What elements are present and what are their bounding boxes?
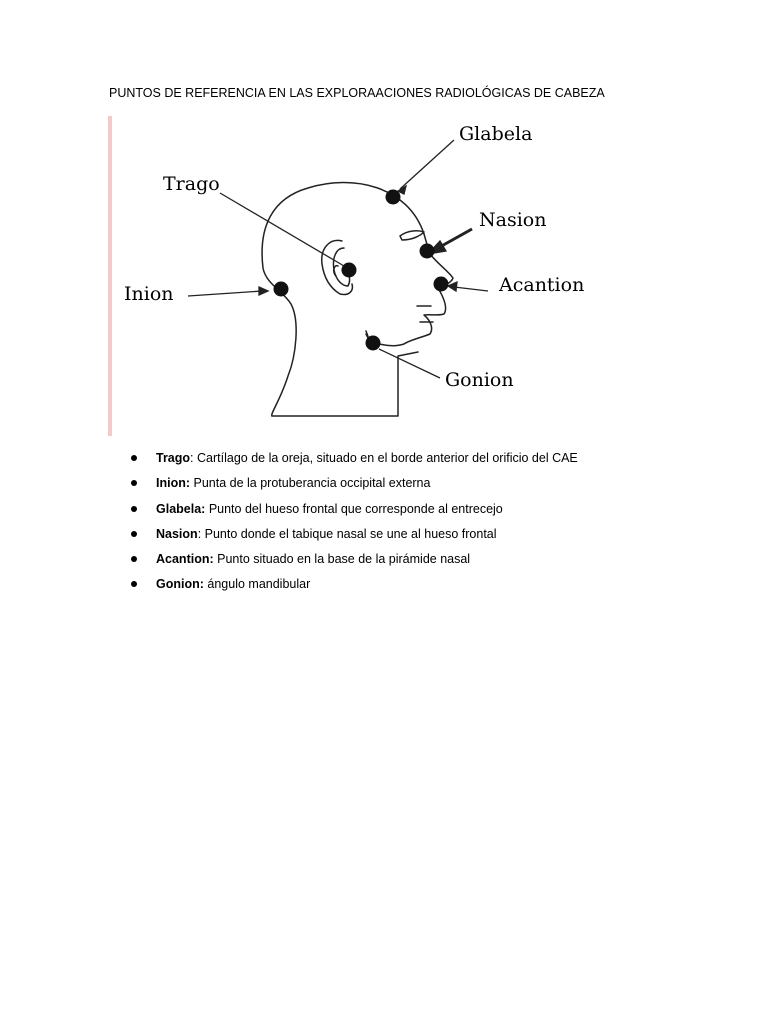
- definitions-list: Trago: Cartílago de la oreja, situado en…: [126, 450, 578, 602]
- term-definition: Punto situado en la base de la pirámide …: [217, 552, 470, 566]
- glabela-point: [386, 190, 401, 205]
- term-definition: Cartílago de la oreja, situado en el bor…: [197, 451, 578, 465]
- trago-point: [342, 263, 357, 278]
- term-definition: Punto del hueso frontal que corresponde …: [209, 502, 503, 516]
- acantion-label: Acantion: [498, 274, 584, 296]
- term-separator: :: [198, 527, 205, 541]
- head-diagram: Glabela Trago Nasion Inion Acantion Goni…: [108, 116, 600, 438]
- inion-pointer-line: [188, 291, 262, 296]
- list-item: Inion: Punta de la protuberancia occipit…: [126, 475, 578, 500]
- glabela-pointer-line: [400, 140, 454, 189]
- term-label: Nasion: [156, 527, 198, 541]
- acantion-pointer-line: [454, 287, 488, 291]
- glabela-label: Glabela: [459, 123, 532, 145]
- trago-pointer-line: [220, 193, 344, 266]
- term-definition: Punto donde el tabique nasal se une al h…: [205, 527, 497, 541]
- term-label: Glabela:: [156, 502, 205, 516]
- inion-label: Inion: [124, 283, 174, 305]
- head-diagram-figure: Glabela Trago Nasion Inion Acantion Goni…: [108, 116, 600, 438]
- nasion-point: [420, 244, 435, 259]
- term-label: Acantion:: [156, 552, 214, 566]
- head-outline: [262, 183, 424, 416]
- gonion-point: [366, 336, 381, 351]
- list-item: Acantion: Punto situado en la base de la…: [126, 551, 578, 576]
- list-item: Trago: Cartílago de la oreja, situado en…: [126, 450, 578, 475]
- bullet-icon: [131, 556, 137, 562]
- trago-label: Trago: [163, 173, 220, 195]
- bullet-icon: [131, 506, 137, 512]
- term-label: Gonion:: [156, 577, 204, 591]
- term-label: Trago: [156, 451, 190, 465]
- bullet-icon: [131, 455, 137, 461]
- term-separator: :: [190, 451, 197, 465]
- neck-outline: [272, 352, 418, 416]
- bullet-icon: [131, 480, 137, 486]
- term-definition: ángulo mandibular: [207, 577, 310, 591]
- list-item: Nasion: Punto donde el tabique nasal se …: [126, 526, 578, 551]
- gonion-label: Gonion: [445, 369, 514, 391]
- page-title: PUNTOS DE REFERENCIA EN LAS EXPLORAACION…: [109, 86, 605, 100]
- acantion-point: [434, 277, 449, 292]
- eyebrow-outline: [400, 231, 424, 240]
- inion-point: [274, 282, 289, 297]
- acantion-arrowhead: [448, 282, 457, 291]
- bullet-icon: [131, 531, 137, 537]
- inion-arrowhead: [259, 287, 268, 295]
- bullet-icon: [131, 581, 137, 587]
- term-definition: Punta de la protuberancia occipital exte…: [194, 476, 431, 490]
- list-item: Glabela: Punto del hueso frontal que cor…: [126, 501, 578, 526]
- term-label: Inion:: [156, 476, 190, 490]
- list-item: Gonion: ángulo mandibular: [126, 576, 578, 601]
- nasion-label: Nasion: [479, 209, 546, 231]
